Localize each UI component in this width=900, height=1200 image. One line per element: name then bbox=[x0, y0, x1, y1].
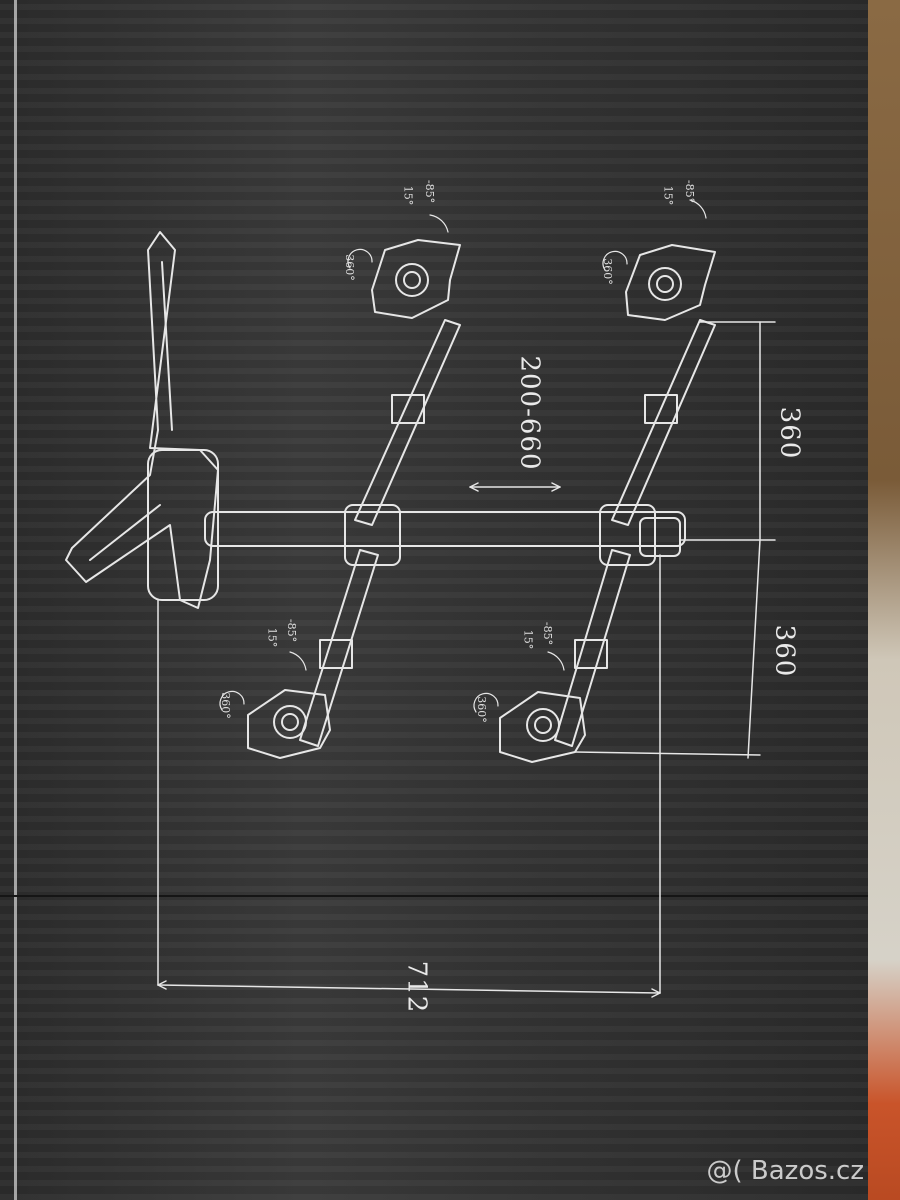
angle-tilt-down-label: -85° bbox=[683, 179, 697, 204]
dimension-total-label: 712 bbox=[401, 960, 432, 1014]
product-box bbox=[0, 0, 868, 1200]
stand-base bbox=[65, 231, 219, 609]
angle-rotate-label: 360° bbox=[218, 692, 232, 719]
angle-rotate-label: 360° bbox=[474, 696, 488, 723]
angle-tilt-down-label: -85° bbox=[541, 621, 555, 646]
dimension-lines bbox=[157, 321, 776, 998]
arm-left bbox=[247, 239, 461, 759]
arm-right bbox=[499, 244, 716, 763]
box-sheen bbox=[0, 0, 868, 1200]
box-fold bbox=[0, 895, 868, 897]
angle-tilt-up-label: 15° bbox=[401, 185, 415, 206]
dimension-range-label: 200-660 bbox=[514, 355, 545, 471]
box-edge-line bbox=[14, 0, 17, 1200]
angle-tilt-up-label: 15° bbox=[661, 185, 675, 206]
rotation-arcs bbox=[219, 199, 707, 713]
angle-tilt-up-label: 15° bbox=[265, 627, 279, 648]
watermark: @( Bazos.cz bbox=[706, 1156, 865, 1186]
angle-tilt-down-label: -85° bbox=[423, 179, 437, 204]
angle-rotate-label: 360° bbox=[600, 258, 614, 285]
dimension-arm-upper-label: 360 bbox=[774, 406, 805, 460]
angle-tilt-up-label: 15° bbox=[521, 629, 535, 650]
monitor-mount-diagram bbox=[65, 199, 776, 998]
angle-tilt-down-label: -85° bbox=[285, 618, 299, 643]
dimension-arm-lower-label: 360 bbox=[769, 624, 800, 678]
angle-rotate-label: 360° bbox=[342, 254, 356, 281]
